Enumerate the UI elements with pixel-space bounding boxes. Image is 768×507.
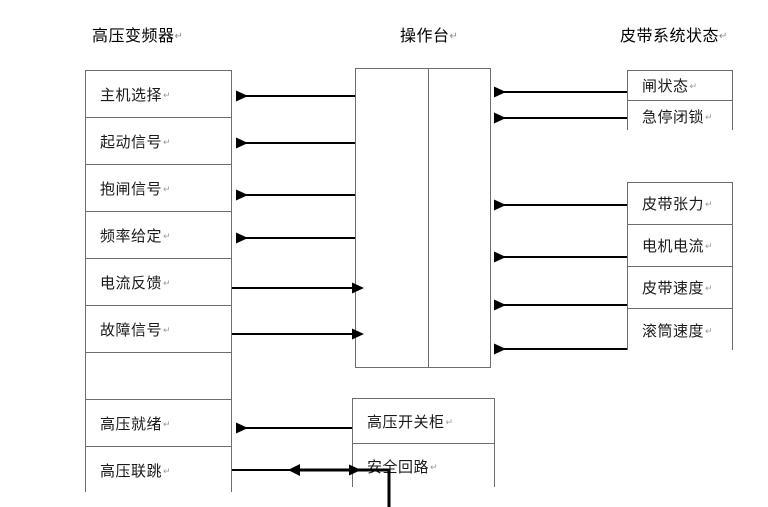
header-text: 皮带系统状态 [620, 26, 720, 45]
belt-status-row: 滚筒速度↵ [628, 309, 732, 351]
hv-switchgear-group: 高压开关柜↵ 安全回路↵ [352, 398, 495, 488]
header-text: 高压变频器 [92, 26, 175, 45]
pilcrow-mark: ↵ [163, 466, 172, 477]
belt-status-row: 闸状态↵ [628, 71, 732, 101]
belt-status-row: 皮带速度↵ [628, 267, 732, 309]
cell-label: 主机选择↵ [100, 85, 172, 104]
cell-label: 闸状态↵ [642, 77, 698, 95]
pilcrow-mark: ↵ [719, 31, 728, 42]
cell-label: 滚筒速度↵ [642, 321, 714, 340]
hv-switchgear-row: 安全回路↵ [353, 444, 494, 488]
cell-label: 电机电流↵ [642, 237, 714, 255]
vfd-signal-row: 主机选择↵ [86, 71, 231, 118]
belt-status-row: 急停闭锁↵ [628, 101, 732, 131]
cell-label: 高压开关柜↵ [367, 412, 454, 431]
vfd-signal-row: 电流反馈↵ [86, 259, 231, 306]
pilcrow-mark: ↵ [163, 90, 172, 101]
vfd-signal-row: 频率给定↵ [86, 212, 231, 259]
vfd-signal-row: 抱闸信号↵ [86, 165, 231, 212]
header-vfd: 高压变频器↵ [92, 22, 183, 46]
pilcrow-mark: ↵ [705, 200, 714, 210]
pilcrow-mark: ↵ [705, 284, 714, 294]
pilcrow-mark: ↵ [163, 137, 172, 148]
cell-label: 高压联跳↵ [100, 461, 172, 480]
belt-status-top-group: 闸状态↵ 急停闭锁↵ [627, 70, 733, 131]
operator-console-box [355, 68, 491, 368]
header-belt-status: 皮带系统状态↵ [620, 22, 728, 46]
header-text: 操作台 [400, 26, 450, 45]
pilcrow-mark: ↵ [163, 231, 172, 242]
header-console: 操作台↵ [400, 22, 458, 46]
pilcrow-mark: ↵ [163, 184, 172, 195]
pilcrow-mark: ↵ [449, 31, 459, 42]
vfd-signal-column: 主机选择↵ 起动信号↵ 抱闸信号↵ 频率给定↵ 电流反馈↵ 故障信号↵ 高压就绪↵ 高压联跳↵ [85, 70, 232, 493]
pilcrow-mark: ↵ [705, 242, 714, 252]
pilcrow-mark: ↵ [445, 417, 454, 428]
pilcrow-mark: ↵ [163, 325, 172, 336]
belt-status-row: 皮带张力↵ [628, 183, 732, 225]
vfd-signal-row: 高压联跳↵ [86, 447, 231, 493]
belt-status-bottom-group: 皮带张力↵ 电机电流↵ 皮带速度↵ 滚筒速度↵ [627, 182, 733, 351]
vfd-signal-row: 高压就绪↵ [86, 400, 231, 447]
pilcrow-mark: ↵ [163, 278, 172, 289]
belt-status-row: 电机电流↵ [628, 225, 732, 267]
cell-label: 皮带张力↵ [642, 195, 714, 213]
pilcrow-mark: ↵ [174, 31, 184, 42]
cell-label: 高压就绪↵ [100, 414, 172, 433]
cell-label: 起动信号↵ [100, 132, 172, 151]
cell-label: 电流反馈↵ [100, 273, 172, 292]
pilcrow-mark: ↵ [705, 112, 714, 123]
console-divider [428, 69, 429, 367]
cell-label: 安全回路↵ [367, 457, 439, 476]
pilcrow-mark: ↵ [689, 82, 698, 92]
cell-label: 故障信号↵ [100, 320, 172, 339]
vfd-signal-row: 起动信号↵ [86, 118, 231, 165]
pilcrow-mark: ↵ [430, 462, 439, 473]
empty-cell [86, 353, 231, 400]
cell-label: 皮带速度↵ [642, 279, 714, 297]
cell-label: 急停闭锁↵ [642, 107, 714, 126]
pilcrow-mark: ↵ [163, 419, 172, 430]
cell-label: 频率给定↵ [100, 226, 172, 245]
pilcrow-mark: ↵ [705, 326, 714, 337]
cell-label: 抱闸信号↵ [100, 179, 172, 198]
vfd-signal-row: 故障信号↵ [86, 306, 231, 353]
hv-switchgear-row: 高压开关柜↵ [353, 399, 494, 444]
